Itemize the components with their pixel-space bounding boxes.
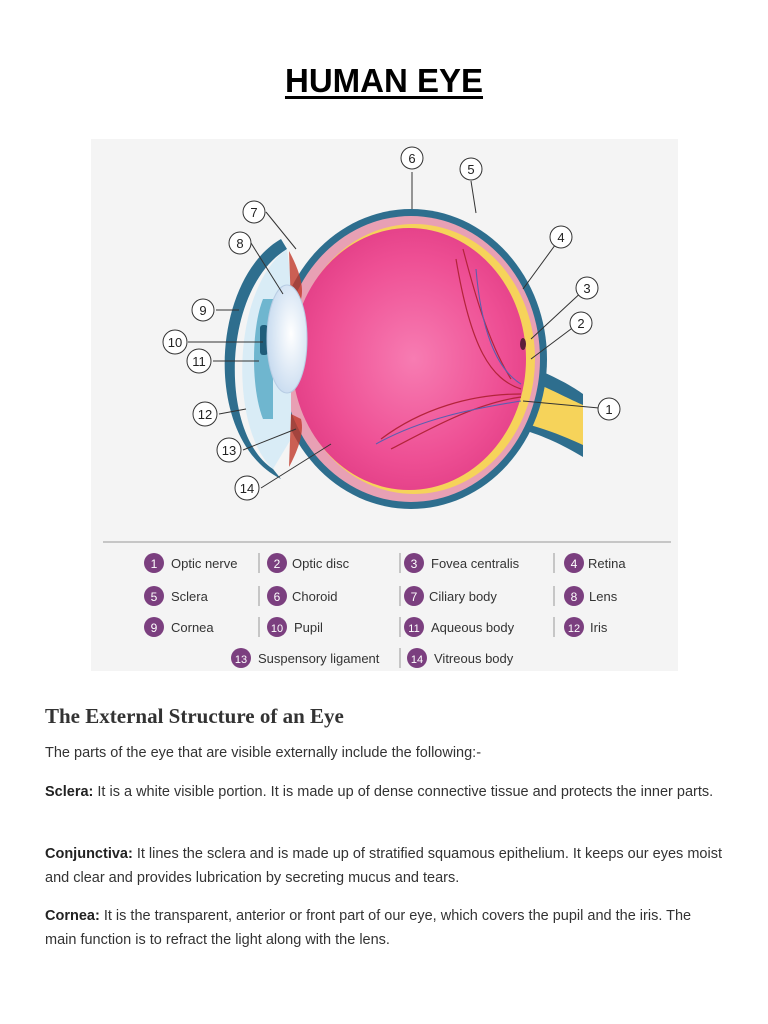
svg-text:Vitreous body: Vitreous body [434,651,514,666]
svg-text:1: 1 [151,557,158,571]
svg-text:Pupil: Pupil [294,620,323,635]
callout-10: 10 [162,329,188,355]
callout-5: 5 [459,157,483,181]
svg-text:Fovea centralis: Fovea centralis [431,556,520,571]
svg-text:10: 10 [168,335,182,350]
svg-text:5: 5 [467,162,474,177]
callout-4: 4 [549,225,573,249]
svg-text:12: 12 [568,623,580,635]
pupil [260,325,268,355]
svg-text:Optic nerve: Optic nerve [171,556,237,571]
svg-text:14: 14 [411,654,423,666]
callout-7: 7 [242,200,266,224]
svg-text:14: 14 [240,481,254,496]
svg-text:2: 2 [577,316,584,331]
section-heading: The External Structure of an Eye [45,704,344,728]
svg-text:Aqueous body: Aqueous body [431,620,515,635]
legend-item-3: 3 Fovea centralis [404,553,520,573]
leader-lines [188,172,600,489]
svg-text:10: 10 [271,623,283,635]
svg-text:13: 13 [222,443,236,458]
svg-text:Cornea: Cornea [171,620,214,635]
callouts: 6 5 4 3 2 1 7 8 9 10 11 12 13 14 [162,146,621,501]
svg-text:Suspensory ligament: Suspensory ligament [258,651,380,666]
svg-text:4: 4 [557,230,564,245]
svg-text:3: 3 [583,281,590,296]
legend-item-8: 8 Lens [564,586,618,606]
legend-item-5: 5 Sclera [144,586,209,606]
svg-text:11: 11 [408,623,419,635]
svg-text:8: 8 [236,236,243,251]
svg-text:Lens: Lens [589,589,618,604]
legend-item-7: 7 Ciliary body [404,586,497,606]
legend-item-10: 10 Pupil [267,617,323,637]
callout-14: 14 [234,475,260,501]
cornea-term: Cornea: [45,908,100,924]
svg-text:Iris: Iris [590,620,608,635]
callout-8: 8 [228,231,252,255]
cornea [224,239,287,479]
legend-item-13: 13 Suspensory ligament [231,648,380,668]
legend-item-2: 2 Optic disc [267,553,350,573]
svg-text:Choroid: Choroid [292,589,338,604]
conjunctiva-term: Conjunctiva: [45,846,133,862]
optic-disc [520,338,526,350]
legend-item-1: 1 Optic nerve [144,553,237,573]
callout-1: 1 [597,397,621,421]
svg-text:12: 12 [198,407,212,422]
legend-item-4: 4 Retina [564,553,626,573]
sclera-term: Sclera: [45,784,94,800]
svg-text:8: 8 [571,590,578,604]
lens [266,284,308,394]
legend-item-6: 6 Choroid [267,586,338,606]
callout-13: 13 [216,437,242,463]
callout-2: 2 [569,311,593,335]
legend: 1 Optic nerve 2 Optic disc 3 Fovea centrali… [144,553,626,668]
callout-6: 6 [400,146,424,170]
svg-text:6: 6 [274,590,281,604]
retinal-vessels [380,248,522,450]
sclera-paragraph: Sclera: It is a white visible portion. I… [45,780,725,804]
ciliary-body-bottom [289,414,302,467]
legend-item-11: 11 Aqueous body [404,617,515,637]
legend-item-12: 12 Iris [564,617,608,637]
svg-text:5: 5 [151,590,158,604]
svg-text:1: 1 [605,402,612,417]
cornea-paragraph: Cornea: It is the transparent, anterior … [45,904,725,952]
intro-paragraph: The parts of the eye that are visible ex… [45,745,482,761]
svg-text:13: 13 [235,654,247,666]
legend-item-9: 9 Cornea [144,617,214,637]
svg-text:Sclera: Sclera [171,589,209,604]
svg-text:9: 9 [199,303,206,318]
callout-11: 11 [186,348,212,374]
sclera-text: It is a white visible portion. It is mad… [93,784,714,800]
page-title: HUMAN EYE [284,62,484,99]
conjunctiva-paragraph: Conjunctiva: It lines the sclera and is … [45,842,725,890]
svg-text:6: 6 [408,151,415,166]
callout-3: 3 [575,276,599,300]
svg-text:11: 11 [192,354,206,369]
svg-text:3: 3 [411,557,418,571]
callout-9: 9 [191,298,215,322]
conjunctiva-text: It lines the sclera and is made up of st… [45,846,722,886]
svg-text:4: 4 [571,557,578,571]
retinal-veins [375,268,522,445]
svg-text:2: 2 [274,557,281,571]
svg-text:7: 7 [250,205,257,220]
legend-item-14: 14 Vitreous body [407,648,514,668]
callout-12: 12 [192,401,218,427]
cornea-text: It is the transparent, anterior or front… [45,908,692,948]
svg-text:Retina: Retina [588,556,626,571]
svg-text:Ciliary body: Ciliary body [429,589,497,604]
svg-text:Optic disc: Optic disc [292,556,350,571]
svg-text:7: 7 [411,590,418,604]
vitreous-body [292,228,526,490]
svg-text:9: 9 [151,621,158,635]
